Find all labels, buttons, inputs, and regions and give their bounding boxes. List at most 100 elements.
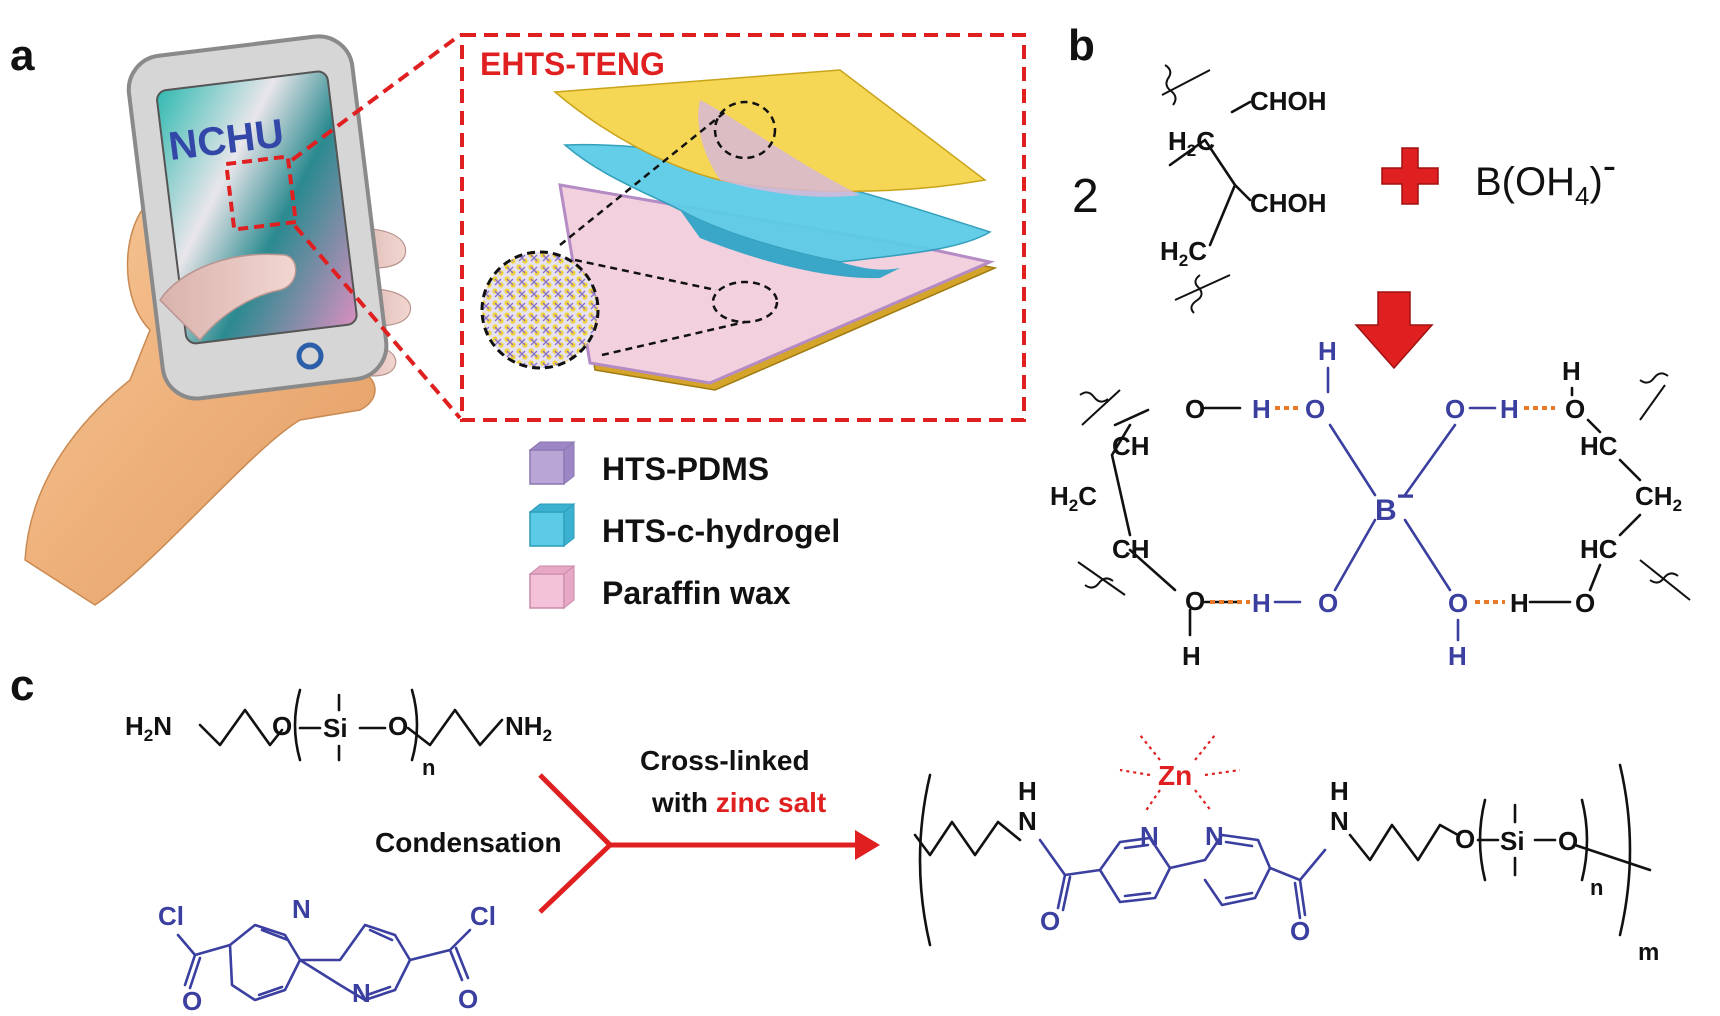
pva-fragment: CHOH H2C CHOH H2C <box>1160 64 1327 314</box>
atom-h: H <box>125 711 144 741</box>
legend-item-hts-c-hydrogel: HTS-c-hydrogel <box>528 502 840 549</box>
bipyridine-diacid-chloride: Cl O N N Cl O <box>158 894 496 1016</box>
phone-illustration: NCHU <box>126 34 389 401</box>
home-button-icon <box>296 342 324 370</box>
zoom-line-bottom <box>293 224 462 420</box>
atom-o: O <box>1290 916 1310 946</box>
atom-h: H <box>1160 236 1179 266</box>
r1-choh-mid: CHOH <box>1250 188 1327 218</box>
magnifier-callout <box>480 100 779 370</box>
atom-cl: Cl <box>158 901 184 931</box>
atom-o: O <box>1455 824 1475 854</box>
subscript: 2 <box>1673 496 1682 515</box>
legend-label: HTS-PDMS <box>602 451 769 487</box>
inset-box <box>460 33 1026 422</box>
atom-c: C <box>1188 236 1207 266</box>
paren: ) <box>1589 160 1602 204</box>
atom-n: N <box>292 894 311 924</box>
atom-h: H <box>1500 394 1519 424</box>
atom-c: C <box>1078 481 1097 511</box>
zinc-salt-text: zinc salt <box>716 787 826 818</box>
atom-zn: Zn <box>1158 760 1192 791</box>
thumb-illustration <box>159 253 297 342</box>
atom-ch: CH <box>1112 534 1150 564</box>
atom-hc: HC <box>1580 534 1618 564</box>
legend-item-paraffin-wax: Paraffin wax <box>528 564 791 611</box>
boron-center: B− <box>1375 480 1414 527</box>
atom-o: O <box>1448 588 1468 618</box>
r1-h2c-top: H2C <box>1168 126 1215 160</box>
atom-o: O <box>1185 586 1205 616</box>
atom-h: H <box>1182 641 1201 671</box>
atom-n: N <box>1140 821 1159 851</box>
legend: HTS-PDMS HTS-c-hydrogel Paraffin wax <box>528 440 840 611</box>
atom-n: N <box>1330 806 1349 836</box>
inset-title: EHTS-TENG <box>480 46 665 82</box>
atom-cl: Cl <box>470 901 496 931</box>
atom-n: N <box>352 978 371 1008</box>
atom-ch: CH <box>1635 481 1673 511</box>
atom-nh: NH <box>505 711 543 741</box>
atom-o: O <box>1558 826 1578 856</box>
subscript: 2 <box>1179 251 1188 270</box>
atom-o: O <box>1305 394 1325 424</box>
atom-ch: CH <box>1112 431 1150 461</box>
atom-n: N <box>1018 806 1037 836</box>
panel-b-label: b <box>1068 21 1095 70</box>
atom-b: B <box>1375 494 1397 527</box>
atom-h: H <box>1168 126 1187 156</box>
atom-h: H <box>1018 776 1037 806</box>
legend-label: HTS-c-hydrogel <box>602 513 840 549</box>
subscript: 2 <box>543 726 552 745</box>
with-text: with <box>651 787 716 818</box>
legend-item-hts-pdms: HTS-PDMS <box>528 440 769 487</box>
atom-o: O <box>1575 588 1595 618</box>
atom-h2c: H2C <box>1050 481 1097 515</box>
crosslinked-label: Cross-linked <box>640 745 810 776</box>
repeat-n: n <box>422 755 435 780</box>
subscript: 2 <box>1187 141 1196 160</box>
subscript: 4 <box>1575 181 1589 211</box>
atom-ch2: CH2 <box>1635 481 1682 515</box>
zoom-line-top <box>290 33 462 162</box>
reaction-arrow-down-icon <box>1354 291 1434 370</box>
plus-icon <box>1381 147 1439 205</box>
repeat-m: m <box>1638 939 1659 966</box>
amine-left: H2N <box>125 711 172 745</box>
arrowhead-icon <box>855 830 880 860</box>
condensation-label: Condensation <box>375 827 562 858</box>
amine-terminated-pdms: H2N O Si O n NH2 <box>125 688 552 780</box>
stoich-coefficient: 2 <box>1072 170 1099 223</box>
atom-h: H <box>1050 481 1069 511</box>
atom-c: C <box>1196 126 1215 156</box>
r1-h2c-bot: H2C <box>1160 236 1207 270</box>
atom-o: O <box>1040 906 1060 936</box>
panel-a-label: a <box>10 31 35 80</box>
atom-o: O <box>1185 394 1205 424</box>
atom-o: O <box>458 984 478 1014</box>
atom-hc: HC <box>1580 431 1618 461</box>
atom-h: H <box>1448 641 1467 671</box>
charge: - <box>1603 144 1616 188</box>
panel-c-label: c <box>10 661 34 710</box>
legend-label: Paraffin wax <box>602 575 791 611</box>
amine-right: NH2 <box>505 711 552 745</box>
repeat-n: n <box>1590 875 1603 900</box>
subscript: 2 <box>144 726 153 745</box>
borate-complex: O CH H2C CH O H H O H H O O H O H B− H O… <box>1050 336 1691 671</box>
borate-ion: B(OH4)- <box>1475 144 1616 211</box>
atom-h: H <box>1252 588 1271 618</box>
teng-layer-stack <box>553 69 998 391</box>
polymer-product: m H N O N N Zn O H N O Si O n <box>913 734 1659 966</box>
atom-o: O <box>1565 394 1585 424</box>
atom-o: O <box>1445 394 1465 424</box>
atom-o: O <box>272 711 292 741</box>
atom-o: O <box>388 711 408 741</box>
atom-n: N <box>1205 821 1224 851</box>
atom-o: O <box>182 986 202 1016</box>
atom-h: H <box>1252 394 1271 424</box>
zinc-coordination: Zn <box>1119 734 1241 813</box>
atom-h: H <box>1510 588 1529 618</box>
